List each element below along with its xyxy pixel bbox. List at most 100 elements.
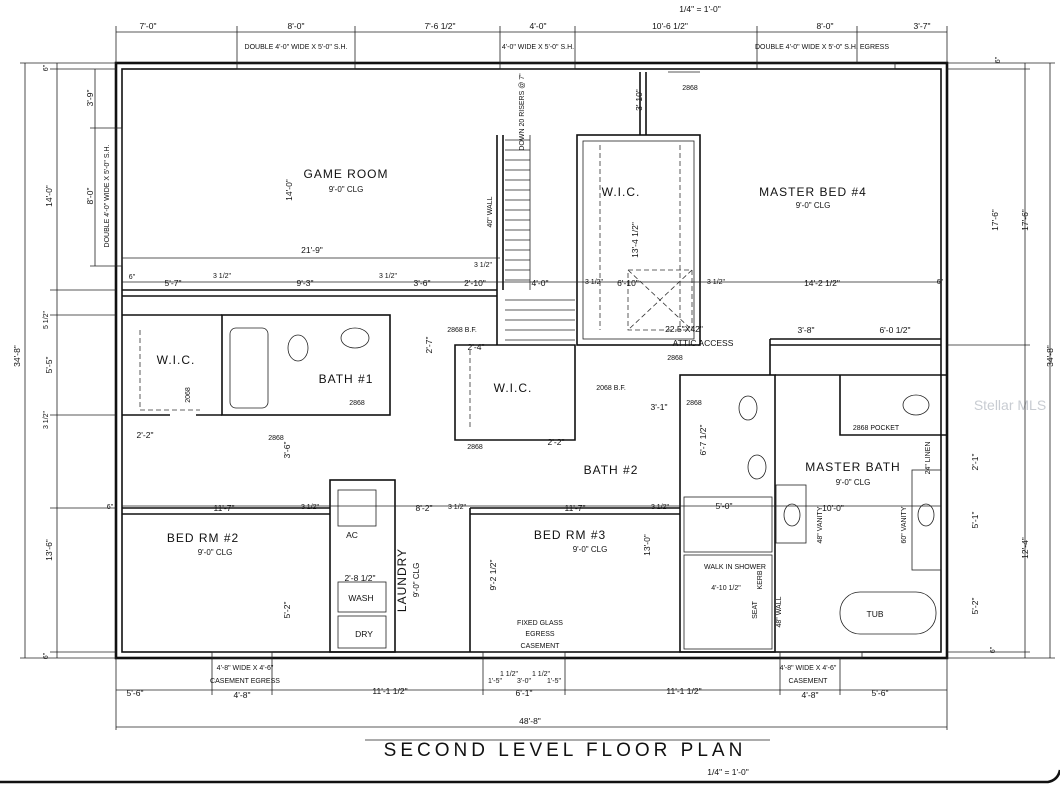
plan-label: WALK IN SHOWER (704, 564, 766, 571)
stair-treads (505, 139, 575, 341)
plan-label: 1'-5" (488, 678, 502, 685)
toilet-bath1 (287, 334, 309, 362)
plan-label: 3'-7" (914, 21, 931, 31)
sheet-border (0, 769, 1060, 784)
sink-master-60 (917, 503, 935, 527)
plan-label: 6" (43, 64, 50, 71)
plan-label: 9'-0" CLG (796, 201, 831, 210)
plan-label: DOUBLE 4'-0" WIDE X 5'-0" S.H. (104, 144, 111, 247)
plan-label: 3 1/2" (448, 504, 467, 511)
vanity-48 (775, 484, 807, 544)
room-bath1: BATH #1 (319, 372, 374, 386)
plan-label: SEAT (752, 600, 759, 618)
plan-label: 5'-6" (127, 688, 144, 698)
room-game-room: GAME ROOM (303, 167, 388, 181)
plan-label: 3 1/2" (651, 504, 670, 511)
interior-walls (122, 71, 947, 653)
right-dimensions: 6" 17'-6" 12'-4" 6" 34'-8" (990, 56, 1055, 653)
plan-label: 34'-8" (12, 345, 22, 367)
plan-label: 4'-8" WIDE X 4'-6" (217, 665, 274, 672)
plan-label: 11'-7" (213, 503, 234, 513)
plan-label: 9'-0" CLG (412, 563, 421, 598)
plan-label: 3 1/2" (43, 410, 50, 429)
watermark: Stellar MLS (974, 397, 1046, 413)
plan-label: 9'-2 1/2" (488, 559, 498, 590)
top-dimensions: 7'-0" 8'-0" 7'-6 1/2" 4'-0" 10'-6 1/2" 8… (140, 21, 931, 51)
plan-label: 5'-7" (165, 278, 182, 288)
plan-label: FIXED GLASS (517, 620, 563, 627)
plan-label: 10'-6 1/2" (652, 21, 688, 31)
room-labels: GAME ROOM 9'-0" CLG W.I.C. MASTER BED #4… (157, 167, 900, 639)
plan-label: 13'-6" (44, 539, 54, 561)
plan-label: 6'-7 1/2" (698, 424, 708, 455)
sink-bath1 (340, 327, 370, 349)
window-bottom-mid (482, 651, 566, 659)
plan-label: 2868 (682, 85, 698, 92)
plan-label: 34'-8" (1045, 345, 1055, 367)
plan-label: 6" (995, 56, 1002, 63)
room-bath2: BATH #2 (584, 463, 639, 477)
room-wic-left: W.I.C. (157, 353, 196, 367)
plan-label: 48" WALL (776, 596, 783, 627)
plan-label: 9'-3" (297, 278, 314, 288)
plan-label: 3'-9" (85, 90, 95, 107)
plan-label: KERB (757, 570, 764, 589)
plan-label: 6" (129, 274, 136, 281)
room-master-bath: MASTER BATH (805, 460, 900, 474)
plan-label: 21'-9" (301, 245, 323, 255)
bath1-tub (229, 327, 269, 409)
plan-label: 3 1/2" (379, 273, 398, 280)
plan-label: 11'-1 1/2" (666, 686, 701, 696)
toilet-master (902, 394, 930, 416)
sink-bath2 (738, 395, 758, 421)
ac-unit (337, 489, 377, 527)
plan-title: SECOND LEVEL FLOOR PLAN (384, 740, 747, 761)
plan-label: 2'-8 1/2" (344, 573, 375, 583)
plan-label: 4'-0" WIDE X 5'-0" S.H. (502, 44, 574, 51)
room-bed3: BED RM #3 (534, 528, 606, 542)
plan-label: 14'-2 1/2" (804, 278, 840, 288)
plan-label: 6" (990, 646, 997, 653)
plan-label: 5'-2" (970, 598, 980, 615)
plan-label: EGRESS (525, 631, 555, 638)
plan-label: DOWN 20 RISERS @ 7" (519, 73, 526, 151)
window-bottom-right (779, 651, 863, 659)
plan-label: 3'-8" (798, 325, 815, 335)
top-scale: 1/4" = 1'-0" (679, 4, 720, 14)
plan-label: 3'-0" (517, 678, 531, 685)
plan-label: 6" (937, 279, 944, 286)
plan-label: 13'-4 1/2" (630, 222, 640, 258)
plan-label: 4'-8" (802, 690, 819, 700)
plan-label: 3 1/2" (585, 279, 604, 286)
plan-label: 12'-4" (1020, 537, 1030, 559)
plan-label: 2'-2" (548, 437, 565, 447)
plan-label: TUB (867, 609, 884, 619)
plan-label: 5'-2" (282, 602, 292, 619)
plan-label: 4'-8" WIDE X 4'-6" (780, 665, 837, 672)
plan-label: 3'-1" (651, 402, 668, 412)
plan-label: 1'-5" (547, 678, 561, 685)
plan-label: 3'-10" (634, 89, 644, 111)
plan-label: 3 1/2" (707, 279, 726, 286)
plan-label: 7'-6 1/2" (424, 21, 455, 31)
walk-in-shower (683, 554, 773, 650)
plan-label: 6'-10" (617, 278, 639, 288)
plan-label: 9'-0" CLG (329, 185, 364, 194)
plan-label: CASEMENT EGRESS (210, 678, 280, 685)
plan-label: 2068 (185, 387, 192, 403)
plan-label: AC (346, 530, 358, 540)
window-top-left (236, 62, 356, 70)
plan-label: 2868 (686, 400, 702, 407)
plan-label: 2868 (349, 400, 365, 407)
plan-label: 8'-0" (85, 188, 95, 205)
plan-label: CASEMENT (789, 678, 829, 685)
plan-label: 2868 (268, 435, 284, 442)
plan-label: 2'-1" (970, 454, 980, 471)
plan-label: 2'-2" (137, 430, 154, 440)
dimension-lines (20, 26, 1055, 741)
vanity-60 (911, 469, 942, 571)
plan-label: 4'-8" (234, 690, 251, 700)
plan-label: 2868 (667, 355, 683, 362)
attic-access (627, 269, 693, 331)
interior-dimensions: 6" 5'-7" 3 1/2" 9'-3" 3 1/2" 3'-6" 2'-10… (107, 89, 1000, 618)
